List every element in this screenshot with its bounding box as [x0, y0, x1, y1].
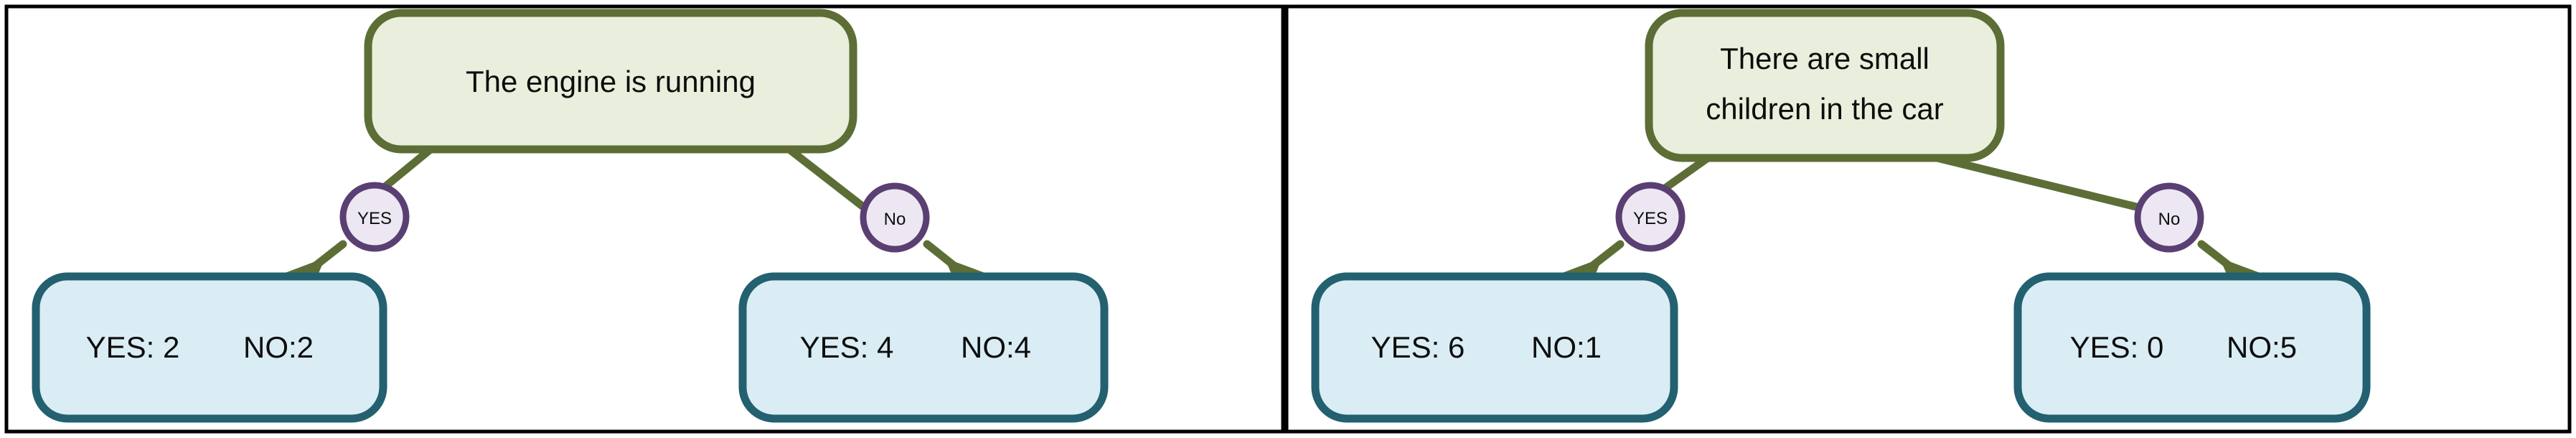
branch-no-circle — [860, 182, 930, 253]
leaf-yes-count: YES: 4 — [800, 330, 894, 364]
question-node-label: The engine is running — [466, 65, 756, 98]
branch-yes-label: YES — [1633, 209, 1668, 228]
edge-right-no-arrowhead — [2209, 258, 2264, 284]
leaf-box — [32, 272, 387, 423]
question-node-box — [364, 9, 857, 154]
panel-left-branch-yes[interactable]: YES — [339, 182, 410, 252]
question-node-label-line1: There are small — [1720, 42, 1929, 75]
panel-right-branch-yes[interactable]: YES — [1615, 182, 1686, 252]
branch-no-circle — [2134, 182, 2204, 253]
panel-left-leaf-no[interactable]: YES: 4 NO:4 — [738, 272, 1109, 423]
leaf-no-count: NO:2 — [243, 330, 314, 364]
panel-right-leaf-no[interactable]: YES: 0 NO:5 — [2013, 272, 2371, 423]
edge-left-yes-arrowhead — [281, 258, 337, 284]
panel-right-branch-no[interactable]: No — [2134, 182, 2204, 253]
panel-right-leaf-yes[interactable]: YES: 6 NO:1 — [1311, 272, 1678, 423]
branch-yes-circle — [339, 182, 410, 252]
panel-left-branch-no[interactable]: No — [860, 182, 930, 253]
branch-no-label: No — [2158, 210, 2181, 229]
leaf-no-count: NO:1 — [1531, 330, 1602, 364]
leaf-box — [1311, 272, 1678, 423]
question-node-box — [1645, 9, 2005, 162]
panel-right-question-node[interactable]: There are small children in the car — [1645, 9, 2005, 162]
question-node-label-line2: children in the car — [1706, 92, 1944, 126]
edge-left-no-line — [785, 145, 868, 211]
leaf-box — [738, 272, 1109, 423]
leaf-no-count: NO:4 — [961, 330, 1031, 364]
edge-right-yes-arrowhead — [1559, 258, 1614, 284]
leaf-yes-count: YES: 2 — [86, 330, 180, 364]
branch-yes-label: YES — [357, 209, 392, 228]
branch-no-label: No — [884, 210, 906, 229]
edge-right-no-line — [1933, 154, 2143, 212]
edge-left-no-arrowhead — [934, 258, 989, 284]
panel-left-leaf-yes[interactable]: YES: 2 NO:2 — [32, 272, 387, 423]
leaf-no-count: NO:5 — [2227, 330, 2297, 364]
branch-yes-circle — [1615, 182, 1686, 252]
leaf-yes-count: YES: 0 — [2070, 330, 2164, 364]
panel-left-edges — [281, 145, 989, 284]
panel-left-question-node[interactable]: The engine is running — [364, 9, 857, 154]
leaf-box — [2013, 272, 2371, 423]
leaf-yes-count: YES: 6 — [1371, 330, 1465, 364]
